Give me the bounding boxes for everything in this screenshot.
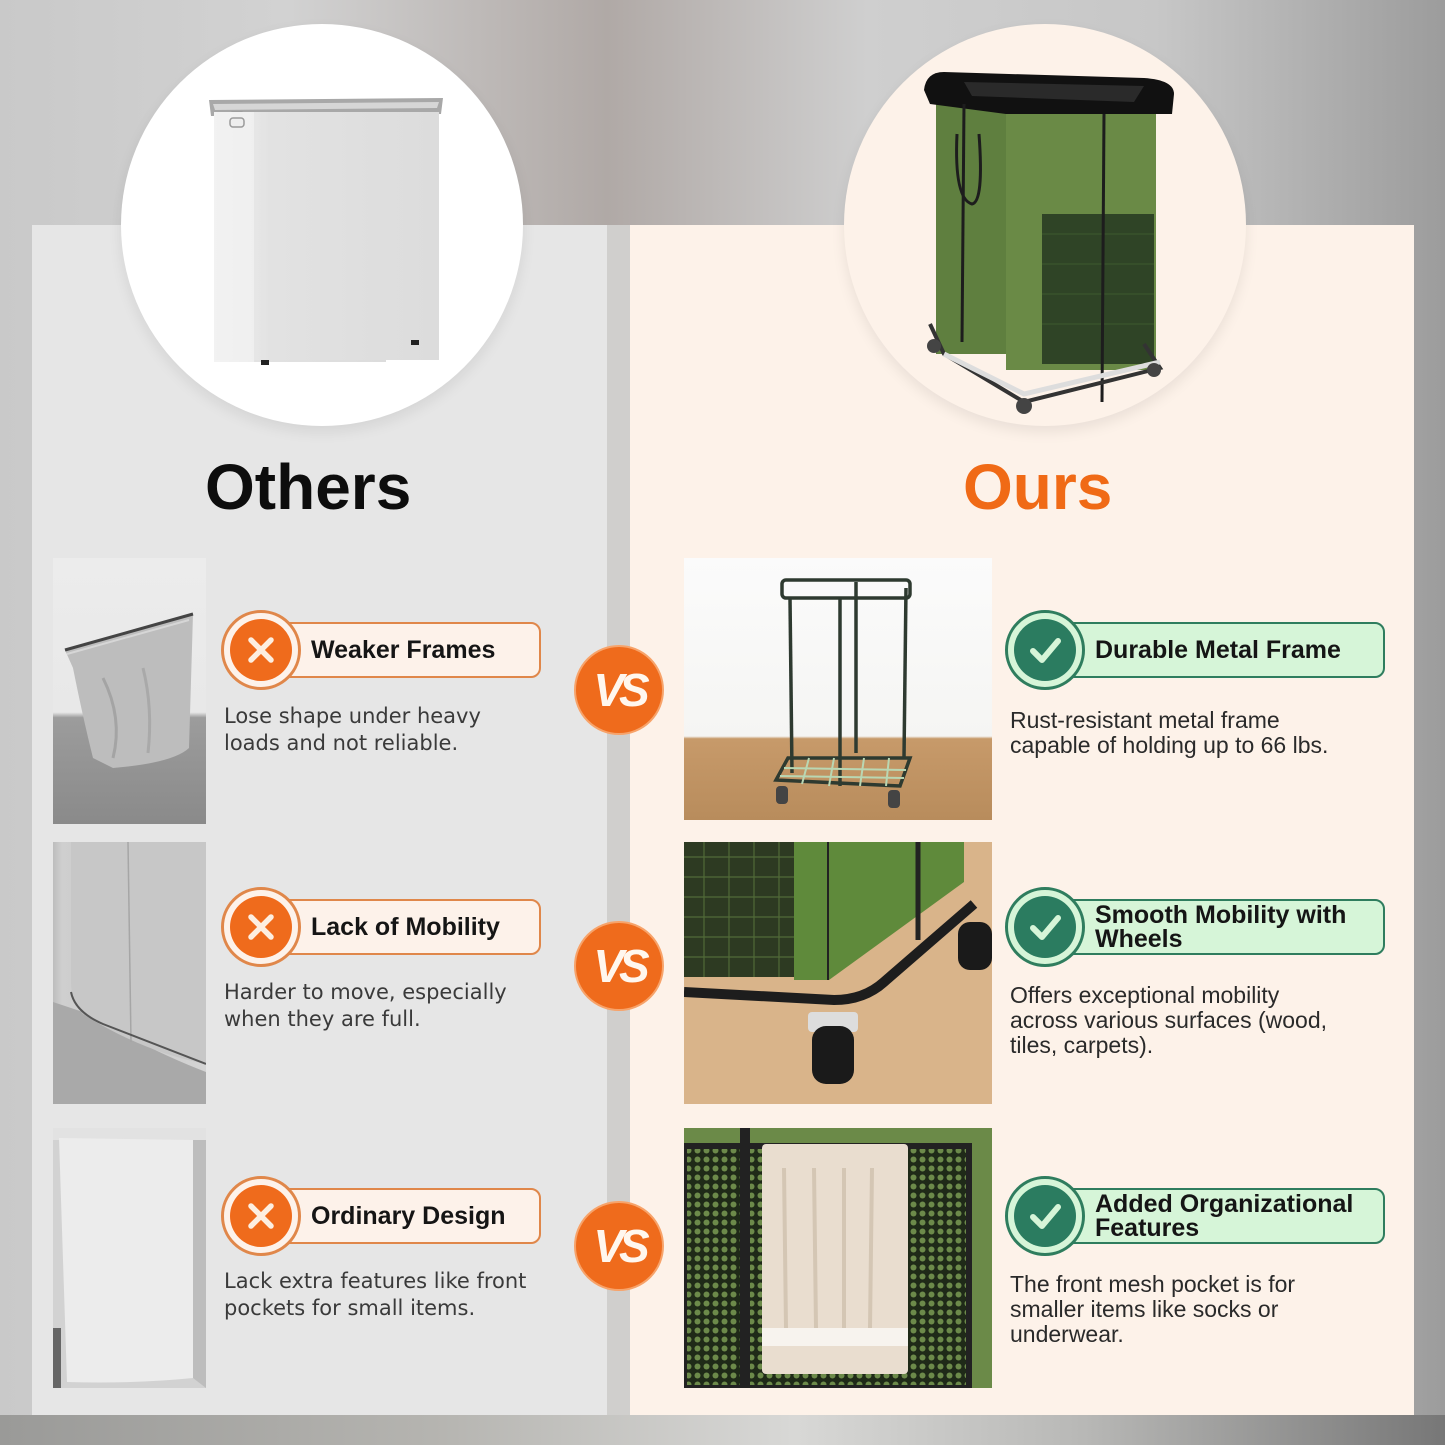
collapsed-fabric-hamper-photo [53,558,206,824]
organizational-features-badge: Added Organizational Features [1005,1176,1387,1256]
weaker-frames-badge: Weaker Frames [221,610,541,690]
badge-title: Durable Metal Frame [1095,636,1341,664]
metal-frame-on-wood-floor-photo [684,558,992,820]
lack-of-mobility-description: Harder to move, especially when they are… [224,980,507,1031]
check-icon [1014,896,1076,958]
fabric-hamper-corner-photo [53,842,206,1104]
badge-title: Ordinary Design [311,1202,506,1230]
weaker-frames-description: Lose shape under heavy loads and not rel… [224,704,481,755]
background-bottom-band [0,1415,1445,1445]
badge-title: Smooth Mobility with Wheels [1095,901,1347,953]
green-hamper-icon [924,72,1174,414]
x-icon [230,896,292,958]
vs-icon: VS [574,921,664,1011]
white-hamper-icon [209,98,443,365]
durable-metal-frame-description: Rust-resistant metal frame capable of ho… [1010,707,1329,758]
badge-title: Added Organizational Features [1095,1190,1354,1242]
plain-white-hamper-photo [53,1128,206,1388]
smooth-mobility-badge: Smooth Mobility with Wheels [1005,887,1387,967]
check-icon [1014,1185,1076,1247]
organizational-features-description: The front mesh pocket is for smaller ite… [1010,1271,1296,1347]
ordinary-design-badge: Ordinary Design [221,1176,541,1256]
smooth-mobility-description: Offers exceptional mobility across vario… [1010,982,1328,1058]
caster-wheels-closeup-photo [684,842,992,1104]
lack-of-mobility-badge: Lack of Mobility [221,887,541,967]
ordinary-design-description: Lack extra features like front pockets f… [224,1269,527,1320]
others-hero-image [121,24,523,426]
center-divider [607,225,630,1415]
mesh-pocket-with-towel-photo [684,1128,992,1388]
check-icon [1014,619,1076,681]
badge-title: Weaker Frames [311,636,496,664]
ours-heading: Ours [963,451,1113,523]
badge-title: Lack of Mobility [311,913,500,941]
ours-hero-image [844,24,1246,426]
x-icon [230,1185,292,1247]
x-icon [230,619,292,681]
vs-icon: VS [574,645,664,735]
others-heading: Others [205,451,412,523]
durable-metal-frame-badge: Durable Metal Frame [1005,610,1387,690]
vs-icon: VS [574,1201,664,1291]
